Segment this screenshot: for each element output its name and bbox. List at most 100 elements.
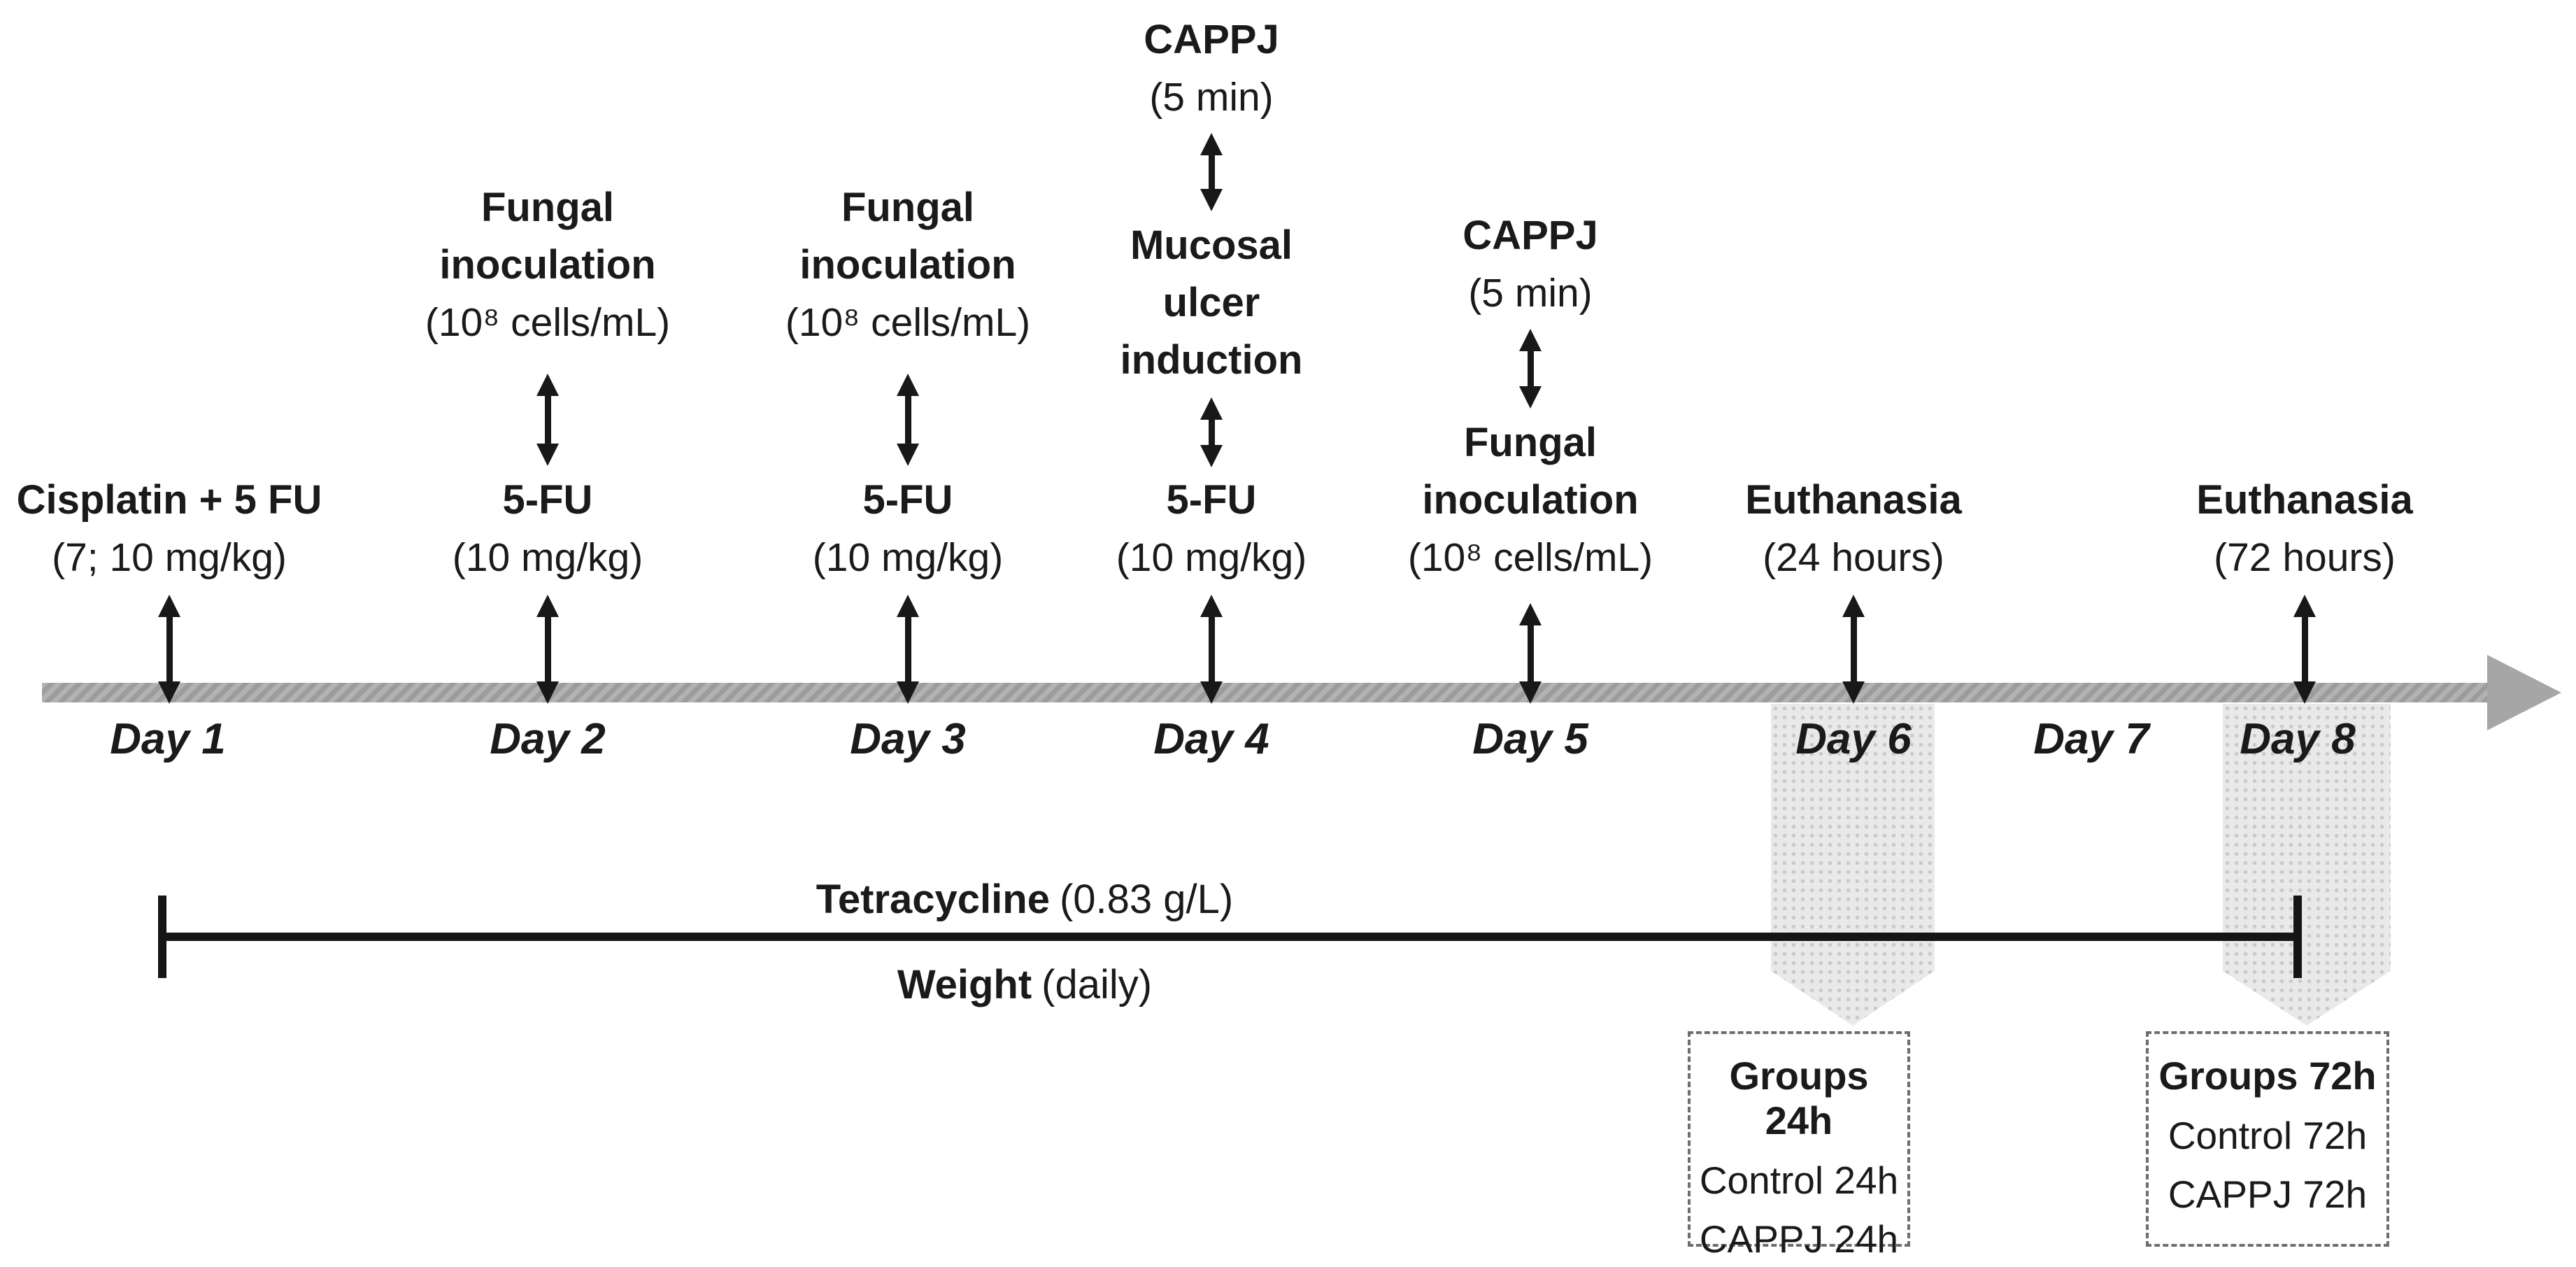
arrow-down-icon	[536, 681, 559, 704]
event-day4-cappj: CAPPJ (5 min)	[1144, 11, 1279, 126]
event-day6-euthanasia: Euthanasia (24 hours)	[1745, 472, 1961, 586]
day4-ulcer-to-5fu-arrow	[1200, 397, 1223, 467]
arrow-down-icon	[1519, 386, 1542, 409]
day2-fungal-to-5fu-arrow	[536, 374, 559, 466]
event-day2-5fu-title: 5-FU	[502, 477, 593, 523]
event-day3-fungal-title: Fungal inoculation	[799, 185, 1016, 288]
arrow-up-icon	[1200, 133, 1223, 155]
day3-fungal-to-5fu-arrow	[897, 374, 919, 466]
arrow-up-icon	[1519, 329, 1542, 351]
day6-groups-block-arrow	[1771, 704, 1935, 1026]
arrow-down-icon	[1842, 681, 1865, 704]
event-day5-fungal-title: Fungal inoculation	[1422, 420, 1639, 523]
event-day1-cisplatin: Cisplatin + 5 FU (7; 10 mg/kg)	[17, 472, 322, 586]
day-label-3: Day 3	[850, 715, 966, 763]
arrow-up-icon	[1200, 595, 1223, 617]
day2-marker-arrow	[536, 595, 559, 704]
day5-cappj-to-fungal-arrow	[1519, 329, 1542, 409]
event-day8-euthanasia: Euthanasia (72 hours)	[2196, 472, 2412, 586]
event-day4-cappj-title: CAPPJ	[1144, 17, 1279, 62]
arrow-up-icon	[897, 595, 919, 617]
arrow-up-icon	[897, 374, 919, 396]
weight-label: Weight(daily)	[897, 960, 1152, 1010]
event-day5-fungal: Fungal inoculation (10⁸ cells/mL)	[1408, 414, 1653, 586]
event-day4-5fu: 5-FU (10 mg/kg)	[1116, 472, 1307, 586]
event-day4-ulcer: Mucosal ulcer induction	[1120, 217, 1303, 389]
day5-marker-arrow	[1519, 603, 1542, 704]
arrow-up-icon	[536, 595, 559, 617]
day8-groups-block-arrow	[2223, 704, 2391, 1026]
event-day6-detail: (24 hours)	[1763, 535, 1944, 580]
groups-72h-cappj: CAPPJ 72h	[2168, 1173, 2368, 1216]
event-day8-detail: (72 hours)	[2214, 535, 2396, 580]
arrow-down-icon	[1200, 189, 1223, 211]
event-day4-cappj-detail: (5 min)	[1149, 75, 1274, 120]
day6-marker-arrow	[1842, 595, 1865, 704]
weight-name: Weight	[897, 962, 1032, 1007]
event-day2-5fu-detail: (10 mg/kg)	[452, 535, 643, 580]
event-day3-5fu: 5-FU (10 mg/kg)	[813, 472, 1003, 586]
arrow-down-icon	[897, 444, 919, 466]
day-label-4: Day 4	[1153, 715, 1269, 763]
arrow-up-icon	[1519, 603, 1542, 625]
arrow-down-icon	[536, 444, 559, 466]
event-day3-5fu-detail: (10 mg/kg)	[812, 535, 1004, 580]
day1-marker-arrow	[158, 595, 180, 704]
arrow-up-icon	[158, 595, 180, 617]
groups-24h-title: Groups 24h	[1729, 1054, 1869, 1142]
groups-24h-control: Control 24h	[1699, 1159, 1899, 1202]
tetracycline-name: Tetracycline	[816, 877, 1050, 922]
day-label-5: Day 5	[1472, 715, 1588, 763]
timeline-bar	[42, 683, 2489, 702]
arrow-up-icon	[1842, 595, 1865, 617]
event-day2-fungal-detail: (10⁸ cells/mL)	[425, 300, 671, 345]
event-day5-cappj-detail: (5 min)	[1468, 271, 1593, 316]
groups-72h-box: Groups 72h Control 72h CAPPJ 72h	[2146, 1031, 2389, 1247]
arrow-down-icon	[1519, 681, 1542, 704]
event-day4-5fu-detail: (10 mg/kg)	[1116, 535, 1307, 580]
arrow-up-icon	[536, 374, 559, 396]
arrow-down-icon	[1200, 445, 1223, 467]
event-day4-5fu-title: 5-FU	[1166, 477, 1257, 523]
event-day5-fungal-detail: (10⁸ cells/mL)	[1407, 535, 1653, 580]
day-label-8: Day 8	[2240, 715, 2356, 763]
event-day3-fungal: Fungal inoculation (10⁸ cells/mL)	[785, 179, 1030, 351]
groups-72h-control: Control 72h	[2168, 1114, 2368, 1157]
event-day1-detail: (7; 10 mg/kg)	[52, 535, 287, 580]
event-day2-fungal: Fungal inoculation (10⁸ cells/mL)	[425, 179, 670, 351]
day3-marker-arrow	[897, 595, 919, 704]
event-day2-fungal-title: Fungal inoculation	[439, 185, 656, 288]
event-day2-5fu: 5-FU (10 mg/kg)	[453, 472, 643, 586]
event-day4-ulcer-title: Mucosal ulcer induction	[1120, 222, 1303, 383]
treatment-line-end-tick	[2293, 896, 2302, 978]
groups-72h-title: Groups 72h	[2158, 1054, 2377, 1098]
weight-frequency: (daily)	[1041, 962, 1153, 1007]
arrow-down-icon	[897, 681, 919, 704]
event-day3-5fu-title: 5-FU	[862, 477, 953, 523]
arrow-down-icon	[158, 681, 180, 704]
event-day1-title: Cisplatin + 5 FU	[16, 477, 322, 523]
tetracycline-dose: (0.83 g/L)	[1059, 877, 1234, 922]
event-day3-fungal-detail: (10⁸ cells/mL)	[785, 300, 1031, 345]
day-label-2: Day 2	[490, 715, 606, 763]
groups-24h-cappj: CAPPJ 24h	[1699, 1217, 1899, 1261]
groups-24h-box: Groups 24h Control 24h CAPPJ 24h	[1688, 1031, 1910, 1261]
event-day8-title: Euthanasia	[2196, 477, 2413, 523]
day-label-7: Day 7	[2033, 715, 2149, 763]
treatment-line-start-tick	[158, 896, 166, 978]
day8-marker-arrow	[2293, 595, 2316, 704]
treatment-duration-line	[162, 933, 2298, 941]
timeline-arrowhead-icon	[2487, 655, 2561, 730]
event-day6-title: Euthanasia	[1745, 477, 1962, 523]
day-label-1: Day 1	[110, 715, 226, 763]
tetracycline-label: Tetracycline(0.83 g/L)	[816, 875, 1233, 925]
arrow-down-icon	[1200, 681, 1223, 704]
event-day5-cappj-title: CAPPJ	[1463, 213, 1598, 258]
day4-cappj-to-ulcer-arrow	[1200, 133, 1223, 211]
arrow-up-icon	[2293, 595, 2316, 617]
event-day5-cappj: CAPPJ (5 min)	[1463, 207, 1597, 322]
arrow-up-icon	[1200, 397, 1223, 420]
day-label-6: Day 6	[1795, 715, 1912, 763]
day4-marker-arrow	[1200, 595, 1223, 704]
